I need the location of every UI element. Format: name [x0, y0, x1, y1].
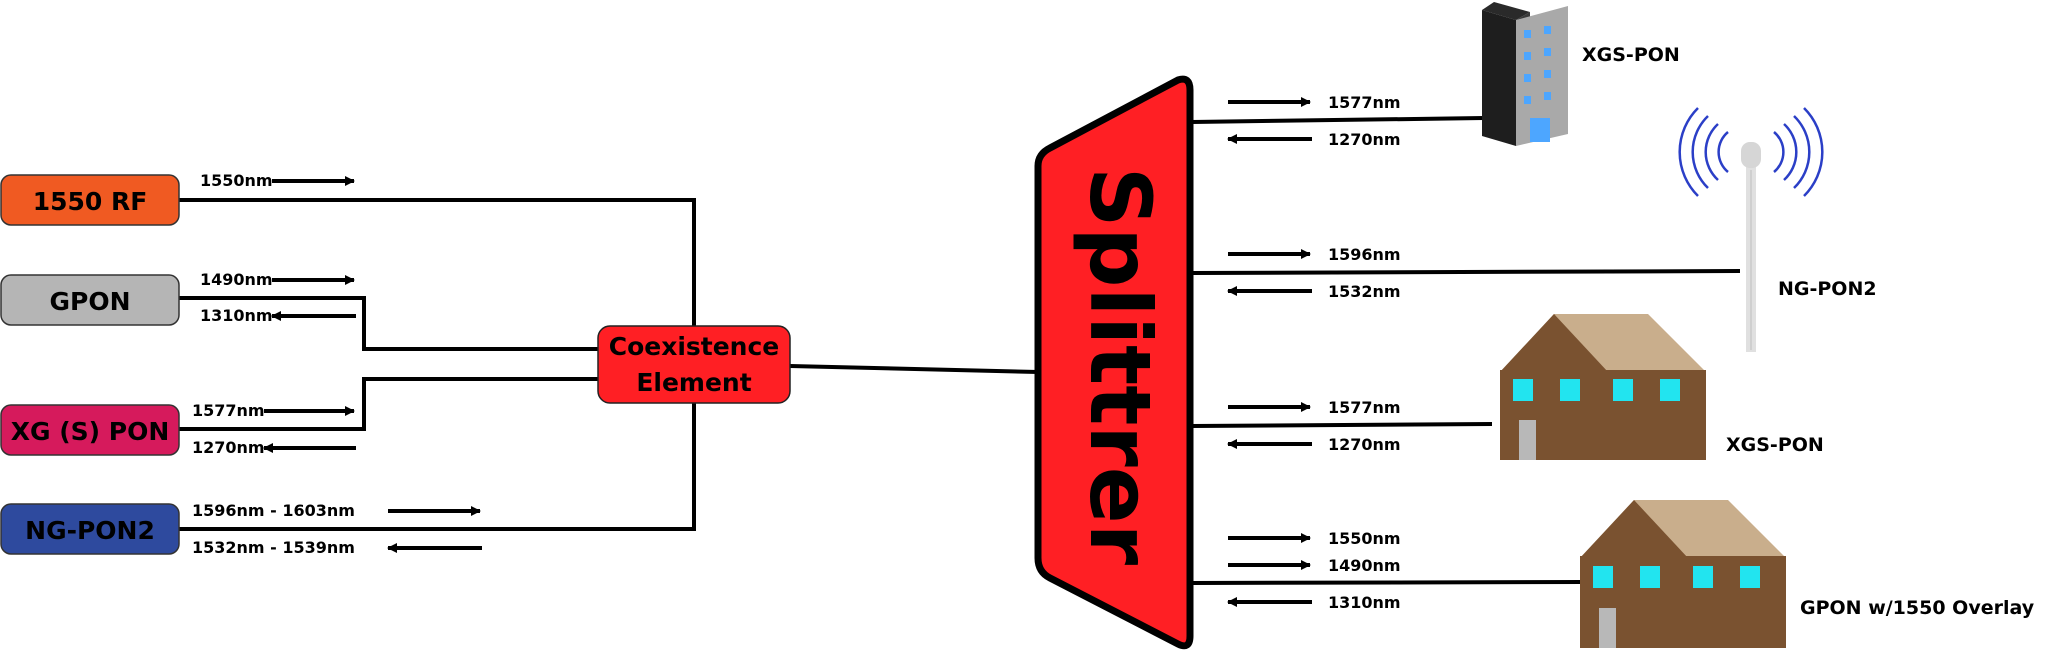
wavelength-label: 1532nm - 1539nm [192, 538, 355, 557]
source-gpon: GPON [0, 274, 180, 326]
source-label: GPON [49, 287, 130, 316]
source-box [0, 404, 180, 456]
fiber-drop-3 [1191, 422, 1493, 428]
wavelength-label: 1550nm [1328, 529, 1401, 548]
cell-tower-icon [1678, 107, 1824, 352]
source-label: 1550 RF [33, 187, 148, 216]
wavelength-label: 1577nm [1328, 398, 1401, 417]
office-building-icon [1482, 2, 1568, 146]
fiber-drop-2 [1191, 269, 1741, 275]
wavelength-label: 1596nm [1328, 245, 1401, 264]
source-box [0, 503, 180, 555]
coexistence-label-line1: Coexistence [609, 332, 780, 361]
coexistence-label-line2: Element [636, 368, 751, 397]
wavelength-label: 1270nm [1328, 435, 1401, 454]
source-xgspon: XG (S) PON [0, 404, 180, 456]
source-label: NG-PON2 [25, 516, 155, 545]
splitter: Splittrer [1034, 75, 1194, 650]
source-label: XG (S) PON [11, 417, 170, 446]
source-arrows [263, 176, 482, 553]
wavelength-label: 1532nm [1328, 282, 1401, 301]
house-icon [1500, 314, 1706, 460]
house-icon [1580, 500, 1786, 648]
fiber-drop-1 [1191, 116, 1485, 124]
wavelength-label: 1577nm [192, 401, 265, 420]
endpoint-label: GPON w/1550 Overlay [1800, 597, 2035, 619]
drop-fibers [1191, 116, 1741, 585]
coexistence-element: Coexistence Element [597, 325, 791, 404]
source-box [0, 174, 180, 226]
endpoint-label: NG-PON2 [1778, 278, 1877, 300]
fiber-1550rf [178, 198, 696, 330]
endpoint-label: XGS-PON [1726, 434, 1824, 456]
fiber-ngpon2 [178, 395, 696, 531]
wavelength-label: 1490nm [200, 270, 273, 289]
wavelength-label: 1270nm [192, 438, 265, 457]
fiber-gpon [178, 296, 600, 351]
source-1550rf: 1550 RF [0, 174, 180, 226]
fiber-trunk [789, 364, 1039, 374]
wavelength-label: 1310nm [1328, 593, 1401, 612]
source-box [0, 274, 180, 326]
wavelength-label: 1577nm [1328, 93, 1401, 112]
coexistence-box [597, 325, 791, 404]
wavelength-label: 1550nm [200, 171, 273, 190]
source-ngpon2: NG-PON2 [0, 503, 180, 555]
fiber-xgspon [178, 377, 600, 431]
wavelength-label: 1596nm - 1603nm [192, 501, 355, 520]
source-fibers [178, 198, 1039, 531]
splitter-shape [1034, 75, 1194, 650]
wavelength-label: 1270nm [1328, 130, 1401, 149]
endpoint-label: XGS-PON [1582, 44, 1680, 66]
wavelength-label: 1490nm [1328, 556, 1401, 575]
drop-arrows [1227, 97, 1312, 607]
splitter-label: Splittrer [1071, 167, 1169, 566]
fiber-drop-4 [1191, 580, 1583, 585]
wavelength-label: 1310nm [200, 306, 273, 325]
